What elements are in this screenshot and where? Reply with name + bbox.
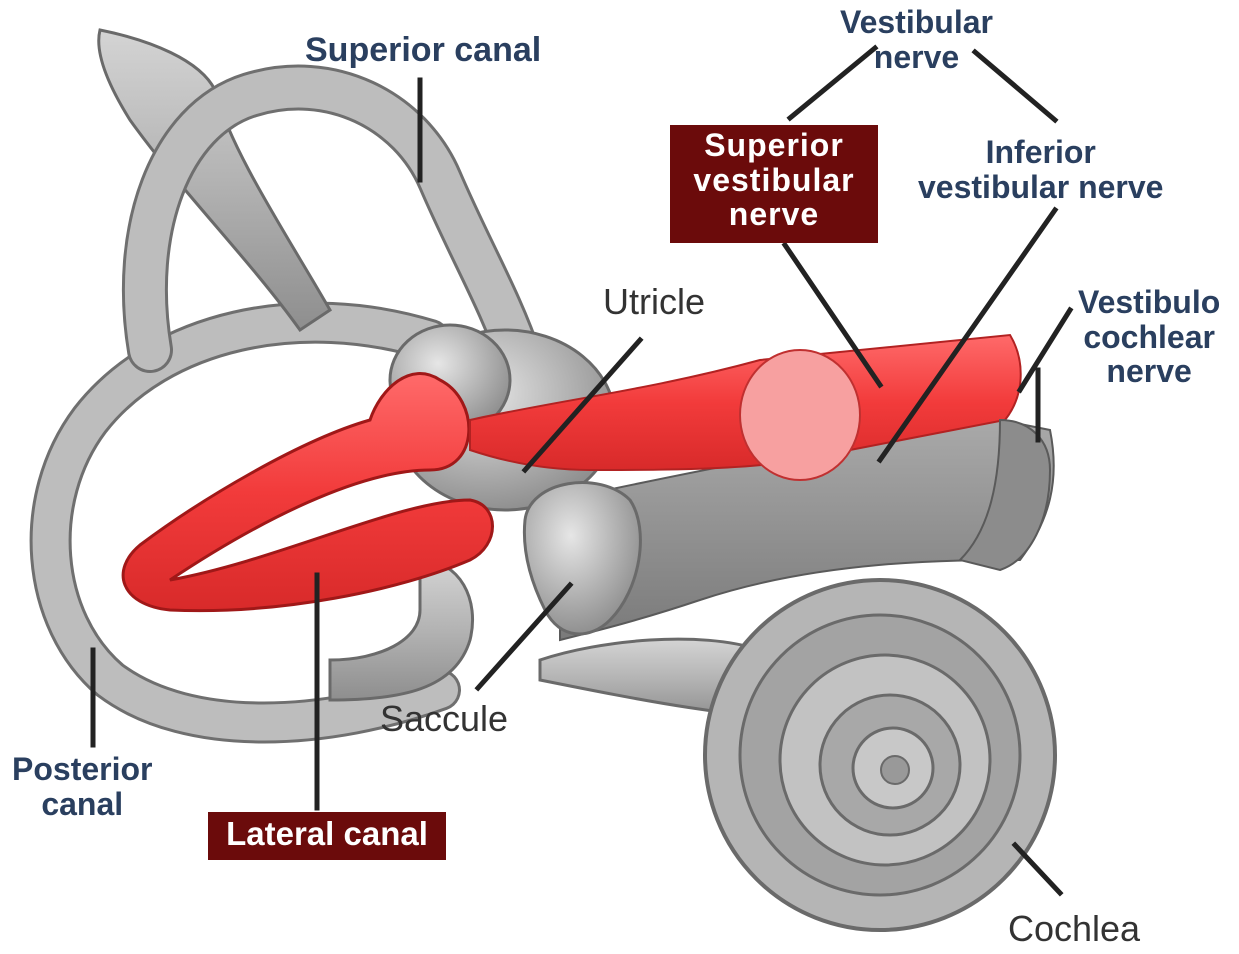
label-vestibular-nerve-line1: Vestibular — [840, 5, 993, 40]
label-superior-vestibular-nerve: Superior vestibular nerve — [670, 125, 878, 243]
label-posterior-canal: Posterior canal — [12, 752, 152, 821]
leader-vestibulocochlear-a — [1020, 310, 1070, 390]
label-vestibular-nerve: Vestibular nerve — [840, 5, 993, 74]
label-posterior-canal-line1: Posterior — [12, 752, 152, 787]
label-inferior-vestibular-nerve-line2: vestibular nerve — [918, 170, 1163, 205]
label-superior-vestibular-nerve-line2: vestibular — [670, 163, 878, 198]
label-cochlea: Cochlea — [1008, 910, 1140, 949]
leader-cochlea — [1015, 845, 1060, 893]
label-vestibulocochlear-nerve-line3: nerve — [1078, 354, 1220, 389]
label-superior-vestibular-nerve-line1: Superior — [670, 128, 878, 163]
label-utricle: Utricle — [603, 283, 705, 322]
label-vestibular-nerve-line2: nerve — [840, 40, 993, 75]
label-lateral-canal: Lateral canal — [208, 812, 446, 860]
label-posterior-canal-line2: canal — [12, 787, 152, 822]
label-vestibulocochlear-nerve-line2: cochlear — [1078, 320, 1220, 355]
label-saccule: Saccule — [380, 700, 508, 739]
label-inferior-vestibular-nerve-line1: Inferior — [918, 135, 1163, 170]
label-superior-canal: Superior canal — [305, 32, 541, 69]
label-inferior-vestibular-nerve: Inferior vestibular nerve — [918, 135, 1163, 204]
cochlea-structure — [540, 580, 1055, 930]
label-superior-vestibular-nerve-line3: nerve — [670, 197, 878, 232]
label-vestibulocochlear-nerve: Vestibulo cochlear nerve — [1078, 285, 1220, 389]
label-vestibulocochlear-nerve-line1: Vestibulo — [1078, 285, 1220, 320]
